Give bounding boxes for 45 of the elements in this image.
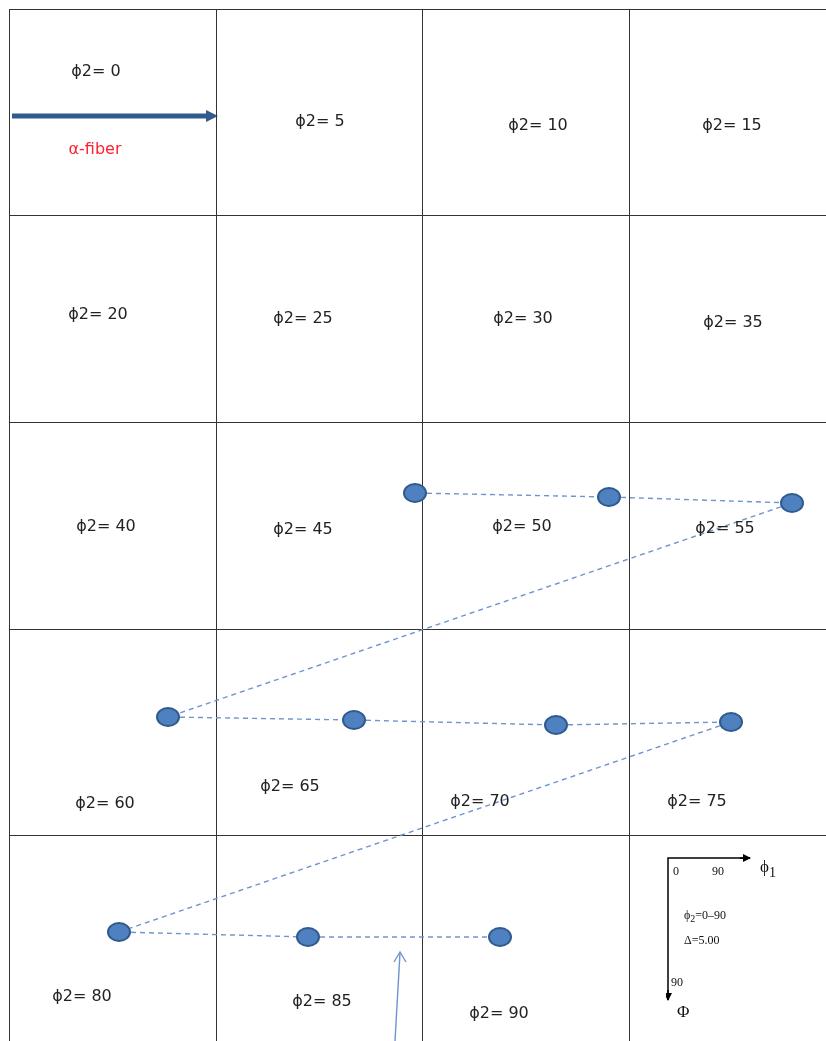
dashed-connector bbox=[567, 721, 720, 726]
cell-label: ϕ2= 10 bbox=[508, 114, 568, 134]
cell-label: ϕ2= 85 bbox=[292, 990, 352, 1010]
axis-label: 90 bbox=[712, 863, 724, 879]
data-point-dot bbox=[488, 927, 512, 947]
data-point-dot bbox=[780, 493, 804, 513]
data-point-dot bbox=[597, 487, 621, 507]
dashed-connector bbox=[319, 936, 489, 938]
cell-label: ϕ2= 0 bbox=[71, 60, 121, 80]
cell-label: ϕ2= 75 bbox=[667, 790, 727, 810]
axis-label: ϕ$_{2}$=0–90 bbox=[684, 907, 727, 925]
cell-label: ϕ2= 20 bbox=[68, 303, 128, 323]
cell-label: ϕ2= 30 bbox=[493, 307, 553, 327]
cell-label: ϕ2= 5 bbox=[295, 110, 345, 130]
dashed-connector bbox=[129, 725, 721, 929]
axis-label: Δ=5.00 bbox=[684, 932, 720, 948]
dashed-connector bbox=[620, 496, 781, 504]
cell-label: ϕ2= 60 bbox=[75, 792, 135, 812]
fiber-label: α-fiber bbox=[68, 138, 122, 158]
dashed-connector bbox=[365, 719, 545, 726]
dashed-connector bbox=[130, 931, 297, 938]
cell-label: ϕ2= 45 bbox=[273, 518, 333, 538]
data-point-dot bbox=[296, 927, 320, 947]
cell-label: ϕ2= 55 bbox=[695, 517, 755, 537]
data-point-dot bbox=[403, 483, 427, 503]
cell-label: ϕ2= 70 bbox=[450, 790, 510, 810]
cell-label: ϕ2= 90 bbox=[469, 1002, 529, 1022]
cell-label: ϕ2= 40 bbox=[76, 515, 136, 535]
axis-label: Φ bbox=[677, 1002, 690, 1022]
axis-label: 90 bbox=[671, 974, 683, 990]
cell-label: ϕ2= 65 bbox=[260, 775, 320, 795]
data-point-dot bbox=[156, 707, 180, 727]
cell-label: ϕ2= 80 bbox=[52, 985, 112, 1005]
data-point-dot bbox=[719, 712, 743, 732]
data-point-dot bbox=[107, 922, 131, 942]
axis-label: ϕ$_{1}$ bbox=[760, 857, 777, 881]
data-point-dot bbox=[342, 710, 366, 730]
cell-label: ϕ2= 25 bbox=[273, 307, 333, 327]
cell-label: ϕ2= 50 bbox=[492, 515, 552, 535]
data-point-dot bbox=[544, 715, 568, 735]
dashed-connector bbox=[178, 506, 782, 714]
grid-cell bbox=[9, 9, 217, 216]
axis-label: 0 bbox=[673, 863, 679, 879]
cell-label: ϕ2= 35 bbox=[703, 311, 763, 331]
cell-label: ϕ2= 15 bbox=[702, 114, 762, 134]
